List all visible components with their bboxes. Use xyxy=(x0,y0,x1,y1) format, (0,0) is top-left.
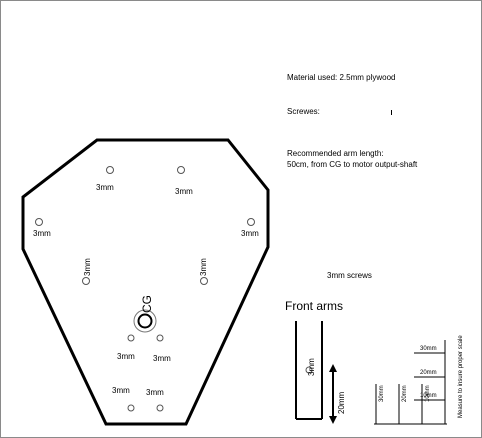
scale-h-label-30: 30mm xyxy=(379,385,385,402)
hole-side-left xyxy=(35,218,43,226)
center-plate-outline xyxy=(21,138,270,426)
hole-label-vertical: 3mm xyxy=(83,258,92,276)
material-note: Material used: 2.5mm plywood xyxy=(287,73,396,82)
hole-bottom-right xyxy=(156,404,164,412)
screws-size-note: 3mm screws xyxy=(327,271,372,280)
hole-top-right xyxy=(177,166,185,174)
arrow-head-up-icon xyxy=(329,364,337,372)
hole-mid-right xyxy=(200,277,208,285)
hole-label: 3mm xyxy=(33,229,51,238)
scale-label-20: 20mm xyxy=(420,370,437,376)
hole-mid-left xyxy=(82,277,90,285)
dimension-label: 20mm xyxy=(337,391,346,414)
hole-side-right xyxy=(247,218,255,226)
hole-label: 3mm xyxy=(96,183,114,192)
hole-lower-right xyxy=(156,334,164,342)
arm-hole-label: 3mm xyxy=(307,358,316,376)
screws-note: Screwes: xyxy=(287,107,320,116)
cg-marker-icon xyxy=(137,313,153,329)
recommended-arm-value: 50cm, from CG to motor output-shaft xyxy=(287,160,418,169)
cg-outer-ring xyxy=(133,309,157,333)
scale-h-label-10: 10mm xyxy=(425,385,431,402)
scale-caption: Measure to insure proper scale xyxy=(458,335,464,418)
scale-label-30: 30mm xyxy=(420,346,437,352)
hole-label: 3mm xyxy=(241,229,259,238)
recommended-arm-title: Recommended arm length: xyxy=(287,149,384,158)
hole-top-left xyxy=(106,166,114,174)
screws-tick xyxy=(391,110,392,115)
front-arms-title: Front arms xyxy=(285,299,343,313)
hole-label: 3mm xyxy=(146,388,164,397)
hole-label: 3mm xyxy=(117,352,135,361)
arm-hole xyxy=(305,366,313,374)
hole-bottom-left xyxy=(127,404,135,412)
cg-label: CG xyxy=(140,295,154,313)
scale-label-10: 10mm xyxy=(420,393,437,399)
hole-label: 3mm xyxy=(153,354,171,363)
hole-lower-left xyxy=(127,334,135,342)
hole-label-vertical: 3mm xyxy=(199,258,208,276)
scale-h-label-20: 20mm xyxy=(402,385,408,402)
hole-label: 3mm xyxy=(175,187,193,196)
arrow-head-down-icon xyxy=(329,416,337,424)
hole-label: 3mm xyxy=(112,386,130,395)
